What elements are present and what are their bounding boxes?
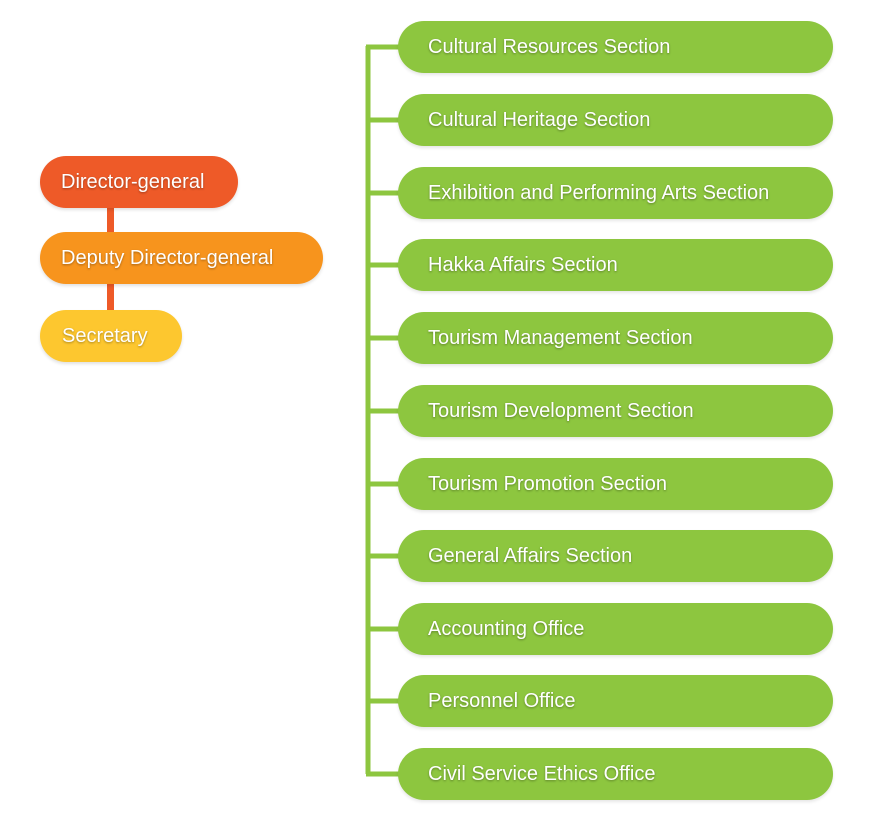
section-cultural-resources: Cultural Resources Section [398, 21, 833, 73]
section-exhibition-performing-arts: Exhibition and Performing Arts Section [398, 167, 833, 219]
section-cultural-heritage: Cultural Heritage Section [398, 94, 833, 146]
leadership-column: Director-general Deputy Director-general… [40, 156, 330, 366]
deputy-secretary-connector [107, 282, 114, 312]
office-civil-service-ethics: Civil Service Ethics Office [398, 748, 833, 800]
section-hakka-affairs: Hakka Affairs Section [398, 239, 833, 291]
section-tourism-promotion: Tourism Promotion Section [398, 458, 833, 510]
office-accounting: Accounting Office [398, 603, 833, 655]
deputy-director-general-node: Deputy Director-general [40, 232, 323, 284]
section-general-affairs: General Affairs Section [398, 530, 833, 582]
section-tourism-development: Tourism Development Section [398, 385, 833, 437]
director-general-node: Director-general [40, 156, 238, 208]
secretary-node: Secretary [40, 310, 182, 362]
section-tourism-management: Tourism Management Section [398, 312, 833, 364]
director-deputy-connector [107, 206, 114, 234]
office-personnel: Personnel Office [398, 675, 833, 727]
